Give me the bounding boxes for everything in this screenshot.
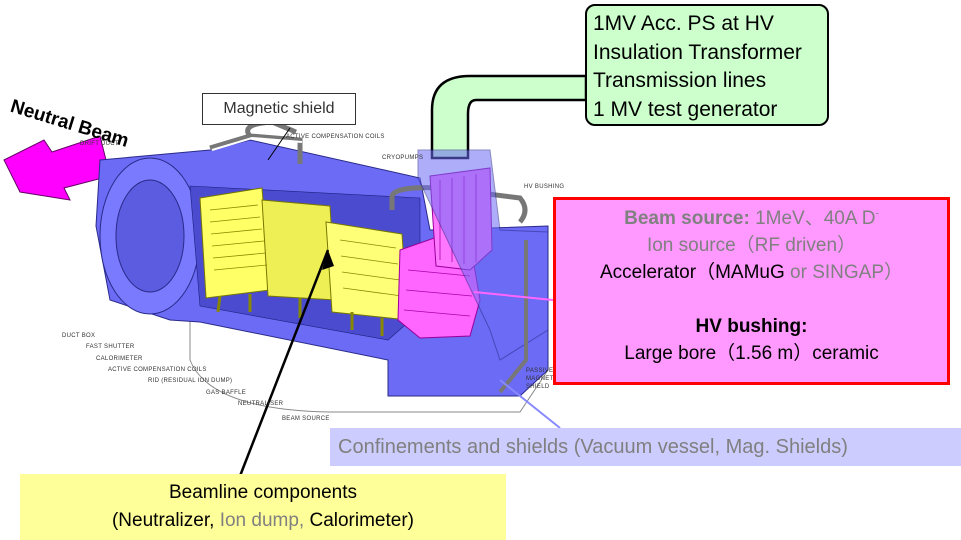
right-shield-rail (498, 240, 528, 394)
beam-source-spec: 1MeV、40A D- (755, 208, 879, 229)
hv-bushing-title: HV bushing: (695, 316, 808, 337)
beam-source-pointer (473, 291, 554, 301)
drawing-label-fast-shutter: FAST SHUTTER (86, 344, 135, 350)
beam-source-title: Beam source: (624, 208, 750, 229)
drawing-label-active-comp-top: ACTIVE COMPENSATION COILS (286, 134, 385, 140)
drawing-label-duct-box: DUCT BOX (62, 333, 96, 339)
beamline-pointer (238, 249, 330, 477)
drawing-label-calorimeter: CALORIMETER (96, 356, 143, 362)
hv-bushing-detail: Large bore（1.56 m）ceramic (624, 343, 879, 364)
drawing-label-neutraliser: NEUTRALISER (238, 401, 284, 407)
confinement-pointer (499, 379, 561, 429)
drawing-label-drift-duct: DRIFT DUCT (80, 141, 119, 147)
hv-line-2: Insulation Transformer (593, 40, 802, 64)
magnetic-shield-label: Magnetic shield (202, 93, 356, 125)
accelerator-line: Accelerator（MAMuG or SINGAP） (599, 262, 904, 283)
drawing-label-cryopumps: CRYOPUMPS (382, 155, 424, 161)
drawing-label-active-comp-bottom: ACTIVE COMPENSATION COILS (108, 367, 207, 373)
hv-line-1: 1MV Acc. PS at HV (593, 12, 774, 35)
magnetic-shield-pointer (267, 127, 291, 161)
neutralizer-component (199, 187, 271, 299)
beamline-list: (Neutralizer, Ion dump, Calorimeter) (111, 510, 414, 531)
hv-supply-box: 1MV Acc. PS at HV Insulation Transformer… (585, 4, 829, 126)
vessel-base-outline (189, 280, 549, 413)
beam-source-line: Beam source: 1MeV、40A D- (556, 205, 947, 232)
drawing-label-hv-bushing: HV BUSHING (524, 184, 565, 190)
drawing-label-beam-source: BEAM SOURCE (282, 416, 330, 422)
hv-line-4: 1 MV test generator (593, 97, 778, 121)
ion-source-line: Ion source（RF driven） (646, 235, 857, 256)
confinement-label: Confinements and shields (Vacuum vessel,… (330, 428, 961, 466)
ion-dump-component (261, 199, 337, 301)
drawing-label-passive: PASSIVE (526, 368, 554, 374)
drawing-label-magnetic: MAGNETIC (526, 376, 561, 382)
drawing-label-shield: SHIELD (526, 384, 550, 390)
beamline-title: Beamline components (169, 482, 357, 503)
hv-tank (417, 149, 549, 361)
drawing-label-gas-baffle: GAS BAFFLE (206, 390, 247, 396)
drawing-label-rid: RID (RESIDUAL ION DUMP) (148, 378, 233, 384)
beamline-components-box: Beamline components (Neutralizer, Ion du… (20, 474, 506, 540)
calorimeter-component (325, 221, 409, 321)
transmission-line-duct (430, 74, 588, 160)
hv-line-3: Transmission lines (593, 69, 767, 92)
beam-source-box: Beam source: 1MeV、40A D- Ion source（RF d… (553, 197, 950, 385)
